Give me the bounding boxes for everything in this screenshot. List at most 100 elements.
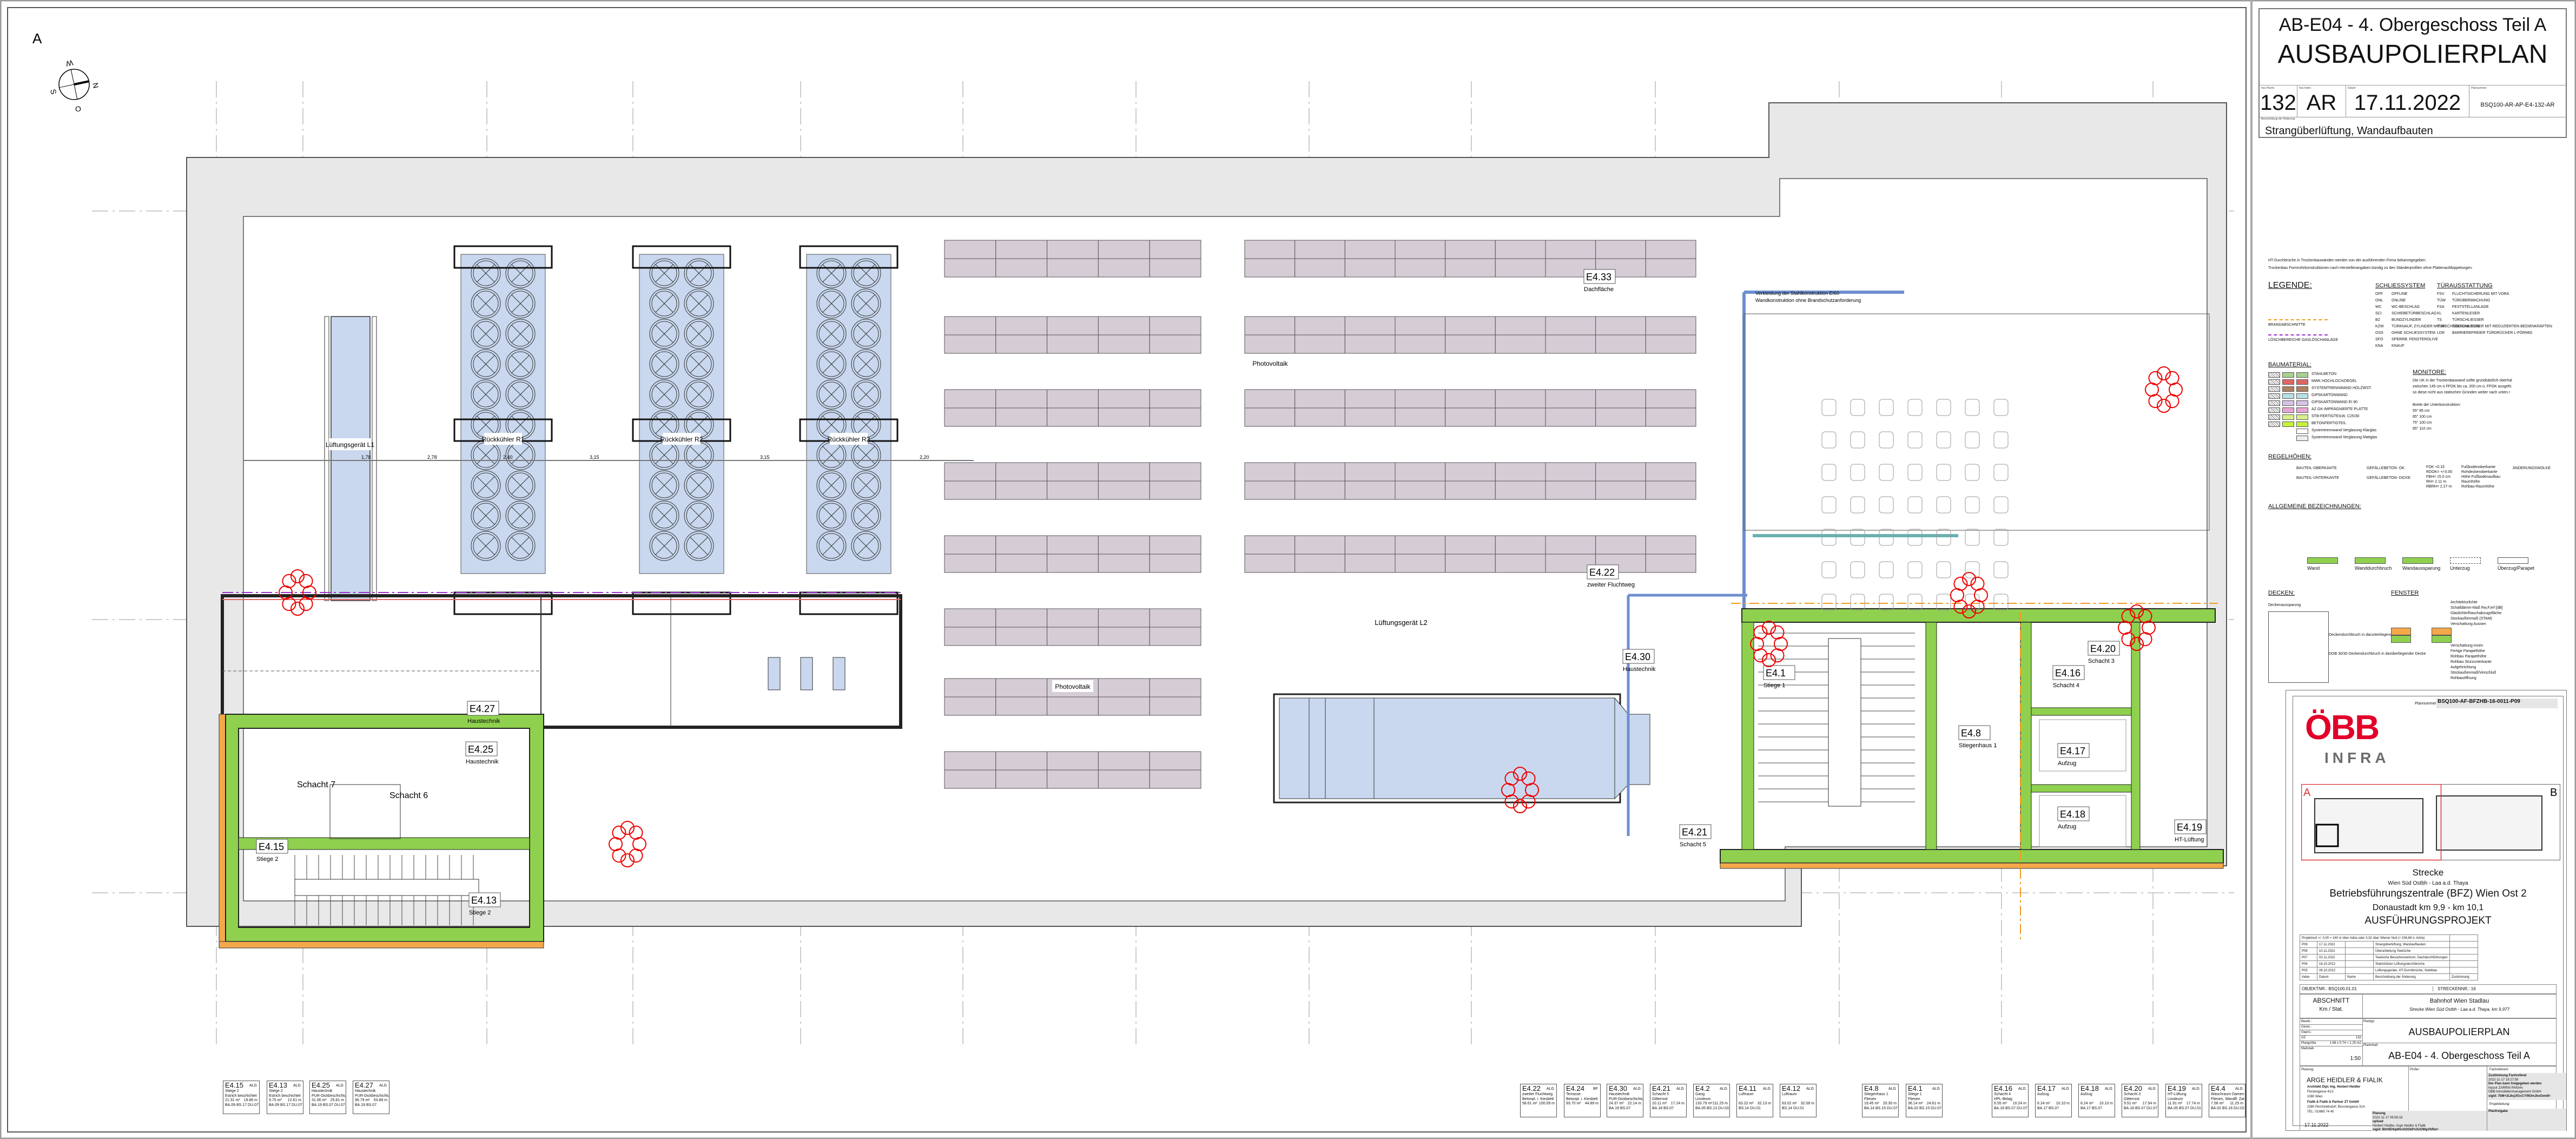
pv-panel [1595,334,1646,354]
dim-l1-gap: 2,78 [427,455,437,460]
pv-panel [1149,554,1201,573]
lock-text: BUNDZYLINDER [2392,318,2421,322]
stamp-area: 63.02 m² [1782,1102,1797,1105]
stamp-room-id: E4.19 [2168,1084,2186,1092]
stamp-category: ALG [1932,1087,1940,1091]
strecke: Strecke [2412,867,2444,878]
fach-sig-line: Der Plan kann freigegeben werden [2488,1082,2542,1085]
chair-icon [1821,399,1837,416]
fan-icon [649,531,679,561]
seminar-seating [1821,399,2009,611]
dim-gap1: 3,15 [590,455,599,460]
stamp-area: 9.51 m² [2124,1102,2137,1105]
chair-icon [1821,464,1837,481]
chair-icon [1879,529,1894,546]
pv-panel [1047,769,1099,789]
pv-panel [1244,334,1296,354]
stamp-floor: Fliesen [1908,1097,1920,1101]
stamp-perimeter: 12.61 m [287,1098,301,1102]
room-id: E4.13 [471,895,497,906]
gezei-label: Gezei.: [2301,1025,2312,1029]
chair-icon [1907,594,1923,611]
stamp-area: 11.91 m² [2168,1102,2183,1105]
ventilation-unit-l1: Lüftungsgerät L1 [324,316,377,601]
abschnitt: ABSCHNITT [2313,997,2350,1004]
fan-icon [684,349,714,379]
stamp-category: ALG [293,1084,301,1088]
revision-date: 18.10.2022 [2317,960,2346,967]
stamp-room-id: E4.12 [1782,1084,1800,1092]
fan-icon [816,379,847,410]
stamp-room-id: E4.4 [2211,1084,2225,1092]
chair-icon [1821,561,1837,578]
pv-panel [1047,751,1099,771]
stamp-perimeter: 10.24 m [2012,1102,2026,1105]
stamp-room-name: Terrasse [1566,1092,1581,1096]
pv-panel [1344,407,1396,427]
material-label: AZ GK-IMPRÄGNIERTE PLATTE [2311,407,2368,411]
revision-desc: Überarbeitung Teeküche [2373,947,2450,954]
stamp-perimeter: 111.25 m [1712,1102,1728,1105]
pv-panel [944,316,996,335]
stamp-area: 36.14 m² [1908,1102,1923,1105]
stamp-room-id: E4.11 [1739,1084,1757,1092]
pv-panel [1047,462,1099,482]
pv-panel [1395,407,1446,427]
pv-label-bg [1052,680,1093,692]
stamp-room-id: E4.25 [312,1081,330,1089]
fan-icon [649,288,679,319]
pv-panel [1545,462,1596,482]
revision-index: P09 [2300,941,2317,948]
room-id: E4.22 [1589,567,1615,578]
stamp-room-id: E4.17 [2037,1084,2056,1092]
planung-label: Planung: [2301,1068,2314,1071]
stamp-floor: Betonpl. i. Kiesbett [1566,1097,1598,1101]
ceiling-label: DOB 30/30 Deckendurchbruch in darüberlie… [2329,652,2426,656]
pv-panel [995,608,1048,628]
material-label: STAHLBETON [2311,372,2337,376]
pv-panel [1098,554,1150,573]
revision-cloud-icon [1950,572,1988,618]
pv-panel [1344,334,1396,354]
pv-panel [995,696,1048,716]
fan-icon [851,258,881,288]
pv-panel [1495,554,1546,573]
chair-icon [1879,431,1894,449]
pv-panel [1595,240,1646,259]
pv-panel [1344,462,1396,482]
pv-panel [1645,334,1696,354]
monitor-note: Die UK in der Trockenbauwand sollte grun… [2413,379,2512,383]
project-phase: AUSFÜHRUNGSPROJEKT [2364,915,2492,926]
pv-panel [995,240,1048,259]
revision-date: 17.11.2022 [2317,941,2346,948]
door-code: KL [2437,312,2442,315]
fan-icon [649,470,679,501]
material-color-swatch [2282,422,2294,427]
chair-icon [1907,399,1923,416]
fan-icon [684,531,714,561]
pv-panel [1645,240,1696,259]
fan-icon [471,349,501,379]
revision-index: P06 [2300,960,2317,967]
stamp-perimeter: 17.54 m [2142,1102,2156,1105]
room-name: Schacht 5 [1680,841,1706,848]
room-id: E4.21 [1682,827,1707,838]
fan-icon [851,531,881,561]
plan-date: 17.11.2022 [2354,91,2461,115]
fachreferent-label: Fachreferent: [2489,1068,2509,1071]
pv-panel [1344,535,1396,555]
room-name: Haustechnik [1623,666,1656,673]
fan-icon [816,470,847,501]
pv-panel [1495,240,1546,259]
chair-icon [1993,464,2009,481]
stamp-category: ALG [1806,1087,1814,1091]
pv-panel [1244,535,1296,555]
pv-panel [1098,627,1150,646]
material-swatch [2296,407,2308,413]
size-value: 1.68 x 0.74 = 1.25 m2 [2329,1042,2361,1045]
